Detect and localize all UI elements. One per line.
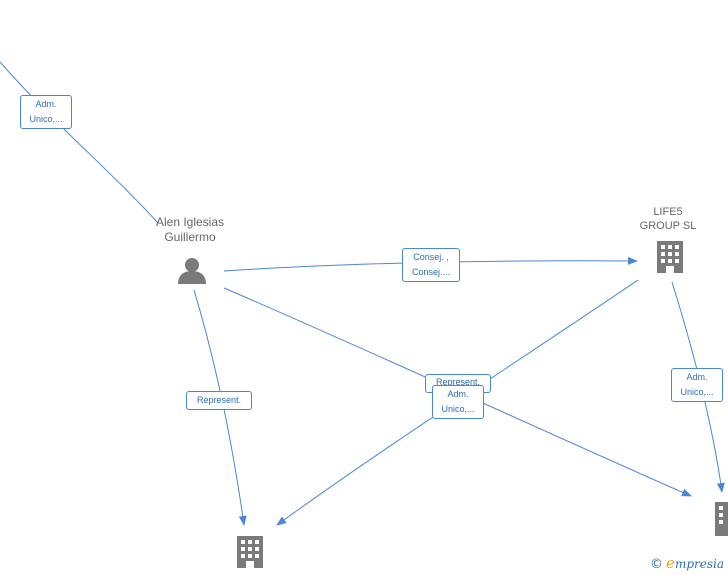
edge-label-person-to-life5-line2: Consej.... xyxy=(411,267,451,277)
brand-e: e xyxy=(666,554,675,572)
building-icon-life5[interactable] xyxy=(657,241,683,273)
copyright-symbol: © xyxy=(650,557,664,572)
empresia-watermark: ©empresia xyxy=(650,554,724,572)
person-label: Alen Iglesias Guillermo xyxy=(148,215,232,245)
edge-label-center-front-line2: Unico,... xyxy=(441,404,475,414)
edge-label-person-to-bottom[interactable]: Represent. xyxy=(186,391,252,410)
brand-rest: mpresia xyxy=(674,557,724,571)
company-label-life5-line1: LIFE5 xyxy=(653,206,683,218)
person-label-line2: Guillermo xyxy=(164,230,216,244)
edge-label-life5-to-right[interactable]: Adm. Unico,... xyxy=(671,368,723,402)
company-label-life5-line2: GROUP SL xyxy=(639,220,697,232)
edge-label-life5-to-right-line2: Unico,... xyxy=(680,387,714,397)
edge-label-center-front-line1: Adm. xyxy=(447,389,469,399)
edge-label-top-left-line2: Unico,... xyxy=(29,114,63,124)
edge-label-person-to-life5-line1: Consej. , xyxy=(413,252,449,262)
edge-label-top-left-line1: Adm. xyxy=(35,99,57,109)
edge-label-life5-to-right-line1: Adm. xyxy=(686,372,708,382)
edge-label-center-back-line1: Represent. xyxy=(435,377,481,387)
building-icon-right[interactable] xyxy=(715,502,728,536)
company-label-life5: LIFE5 GROUP SL xyxy=(632,205,704,233)
edge-label-person-to-life5[interactable]: Consej. , Consej.... xyxy=(402,248,460,282)
edge-label-person-to-bottom-line1: Represent. xyxy=(196,395,242,405)
person-icon[interactable] xyxy=(178,258,206,284)
edge-label-top-left[interactable]: Adm. Unico,... xyxy=(20,95,72,129)
building-icon-bottom[interactable] xyxy=(237,536,263,568)
edge-label-center-front[interactable]: Adm. Unico,... xyxy=(432,385,484,419)
person-label-line1: Alen Iglesias xyxy=(155,215,225,229)
edge-top-left xyxy=(0,61,159,224)
